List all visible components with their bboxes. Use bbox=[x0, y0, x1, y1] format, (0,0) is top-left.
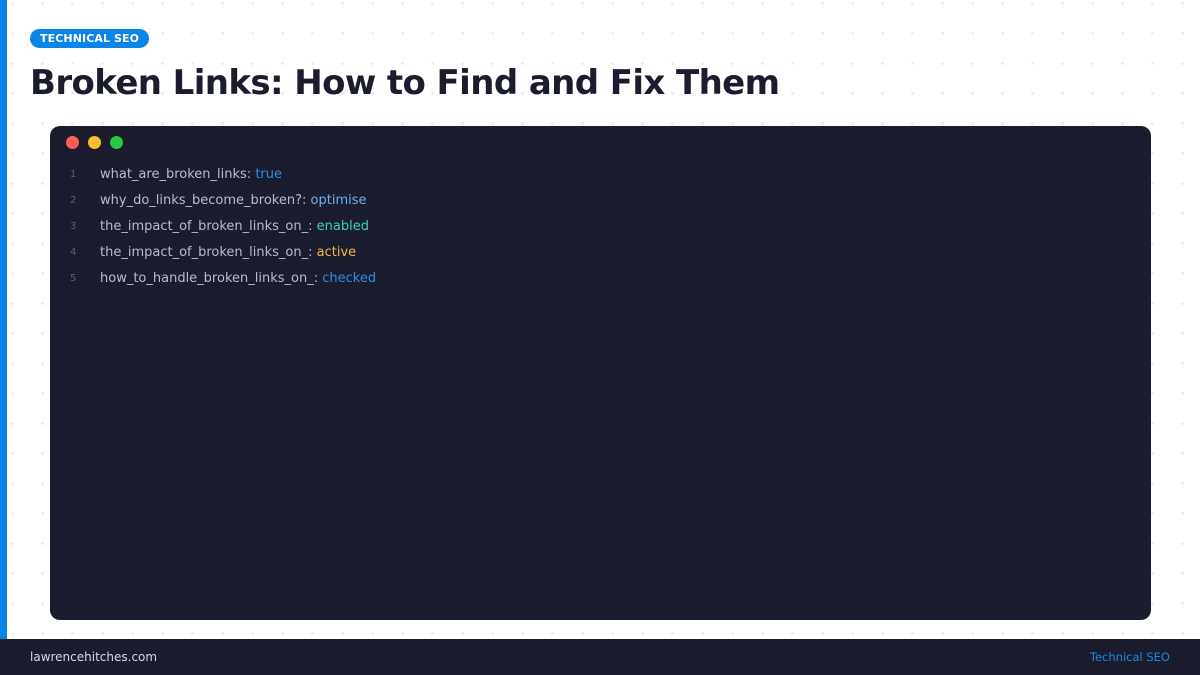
close-dot-icon bbox=[66, 136, 79, 149]
code-value: true bbox=[255, 167, 282, 182]
code-value: optimise bbox=[310, 193, 367, 208]
code-value: checked bbox=[322, 271, 377, 286]
footer-category-link[interactable]: Technical SEO bbox=[1089, 650, 1170, 664]
code-line: 1 what_are_broken_links: true bbox=[50, 162, 1151, 188]
code-value: enabled bbox=[316, 219, 369, 234]
line-number: 4 bbox=[70, 247, 77, 258]
maximize-dot-icon bbox=[110, 136, 123, 149]
code-key: how_to_handle_broken_links_on_ bbox=[100, 271, 314, 286]
line-number: 3 bbox=[70, 221, 77, 232]
window-controls bbox=[66, 136, 123, 149]
code-key: what_are_broken_links bbox=[100, 167, 247, 182]
code-key: the_impact_of_broken_links_on_ bbox=[100, 219, 309, 234]
code-value: active bbox=[316, 245, 357, 260]
code-line: 2 why_do_links_become_broken?: optimise bbox=[50, 188, 1151, 214]
minimize-dot-icon bbox=[88, 136, 101, 149]
line-number: 5 bbox=[70, 273, 77, 284]
code-key: why_do_links_become_broken? bbox=[100, 193, 303, 208]
footer-site-link[interactable]: lawrencehitches.com bbox=[30, 650, 158, 664]
footer: lawrencehitches.com Technical SEO bbox=[0, 639, 1200, 675]
code-key: the_impact_of_broken_links_on_ bbox=[100, 245, 309, 260]
code-window: 1 what_are_broken_links: true 2 why_do_l… bbox=[50, 126, 1151, 620]
left-accent-bar bbox=[0, 0, 7, 640]
code-line: 4 the_impact_of_broken_links_on_: active bbox=[50, 240, 1151, 266]
code-line: 5 how_to_handle_broken_links_on_: checke… bbox=[50, 266, 1151, 292]
line-number: 2 bbox=[70, 195, 77, 206]
code-line: 3 the_impact_of_broken_links_on_: enable… bbox=[50, 214, 1151, 240]
code-lines: 1 what_are_broken_links: true 2 why_do_l… bbox=[50, 162, 1151, 292]
page-title: Broken Links: How to Find and Fix Them bbox=[30, 63, 780, 103]
category-badge: TECHNICAL SEO bbox=[30, 29, 150, 48]
line-number: 1 bbox=[70, 169, 77, 180]
